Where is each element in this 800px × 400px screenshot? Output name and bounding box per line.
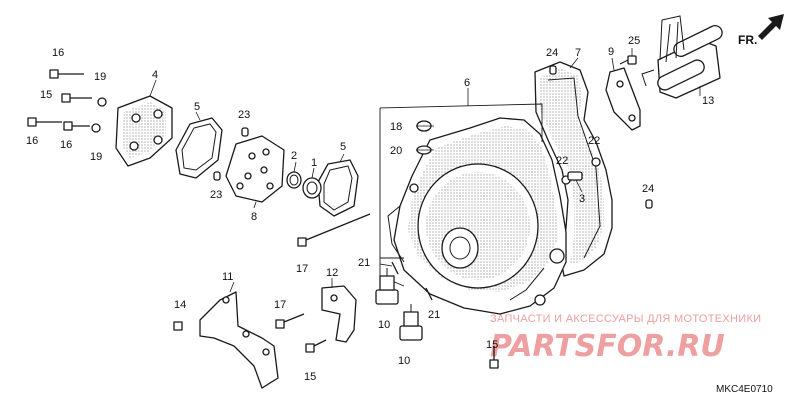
leader-lines [149, 48, 701, 293]
callout-8: 8 [251, 211, 257, 223]
callout-19: 19 [94, 71, 106, 83]
part-10-sensor [399, 304, 423, 341]
callout-13: 13 [702, 95, 714, 107]
front-arrow-icon [758, 14, 784, 40]
watermark-text: ЗАПЧАСТИ И АКСЕССУАРЫ ДЛЯ МОТОТЕХНИКИ [490, 313, 761, 325]
part-16-bolt [27, 117, 62, 127]
front-label: FR. [738, 33, 757, 47]
part-19-washer [91, 123, 101, 133]
part-24-dowel [645, 199, 653, 209]
part-22-washer [591, 157, 601, 167]
part-16-bolt [63, 121, 90, 131]
part-15-bolt [61, 93, 92, 103]
part-13-hoses [641, 15, 723, 99]
callout-20: 20 [390, 145, 402, 157]
part-25-bolt [619, 55, 637, 65]
callout-23: 23 [238, 109, 250, 121]
part-3-bolt [567, 171, 583, 181]
callout-3: 3 [579, 193, 585, 205]
callout-16: 16 [60, 139, 72, 151]
callout-15: 15 [486, 339, 498, 351]
callout-7: 7 [575, 47, 581, 59]
part-5-gasket-left [175, 117, 223, 179]
callout-5: 5 [194, 101, 200, 113]
callout-11: 11 [222, 271, 233, 283]
front-direction-indicator: FR. [738, 14, 784, 47]
part-9-hole [616, 80, 624, 88]
callout-14: 14 [174, 299, 186, 311]
part-14-bolt [173, 321, 183, 331]
diagram-code: MKC4E0710 [716, 384, 773, 395]
callout-21: 21 [358, 257, 370, 269]
callout-4: 4 [152, 69, 158, 81]
callout-21: 21 [428, 309, 440, 321]
part-19-washer [97, 97, 107, 107]
part-8-plate [225, 135, 285, 203]
part-1-o-ring [302, 177, 322, 199]
callouts: 1 2 3 4 5 5 6 7 8 9 10 10 11 12 13 14 15… [26, 35, 714, 383]
part-21-pin [391, 261, 399, 275]
part-4-cover [115, 95, 173, 167]
callout-25: 25 [628, 35, 640, 47]
part-9-bracket [605, 67, 641, 131]
watermark: ЗАПЧАСТИ И АКСЕССУАРЫ ДЛЯ МОТОТЕХНИКИ PA… [490, 313, 761, 364]
part-23-dowel [241, 127, 249, 137]
callout-15: 15 [304, 371, 316, 383]
callout-17: 17 [274, 299, 286, 311]
part-15-bolt [489, 346, 499, 369]
callout-22: 22 [588, 135, 600, 147]
part-16-bolt [49, 69, 84, 79]
callout-19: 19 [90, 151, 102, 163]
watermark-logo: PARTSFOR.RU [490, 329, 725, 364]
callout-23: 23 [210, 189, 222, 201]
callout-2: 2 [291, 150, 297, 162]
callout-16: 16 [26, 135, 38, 147]
part-23-dowel [213, 171, 221, 181]
callout-9: 9 [608, 46, 614, 58]
part-6-generator-cover [387, 117, 567, 315]
part-10-sensor [375, 268, 399, 305]
part-17-bolt [275, 313, 305, 329]
callout-5: 5 [340, 141, 346, 153]
part-12-bracket [321, 285, 357, 343]
part-21-pin [425, 287, 433, 301]
callout-15: 15 [40, 89, 52, 101]
callout-6: 6 [464, 77, 470, 89]
callout-22: 22 [556, 155, 568, 167]
callout-10: 10 [398, 355, 410, 367]
part-15-bolt [305, 339, 327, 353]
part-2-o-ring [286, 171, 302, 189]
callout-24: 24 [546, 47, 558, 59]
callout-24: 24 [642, 183, 654, 195]
part-11-bracket [199, 291, 279, 389]
callout-17: 17 [296, 263, 308, 275]
part-17-bolt [297, 213, 371, 247]
part-24-dowel [549, 65, 557, 75]
callout-12: 12 [326, 267, 338, 279]
callout-18: 18 [390, 121, 402, 133]
part-9-hole [628, 114, 636, 122]
callout-1: 1 [311, 157, 317, 169]
callout-10: 10 [378, 319, 390, 331]
callout-16: 16 [52, 47, 64, 59]
part-7-gasket [534, 61, 613, 277]
